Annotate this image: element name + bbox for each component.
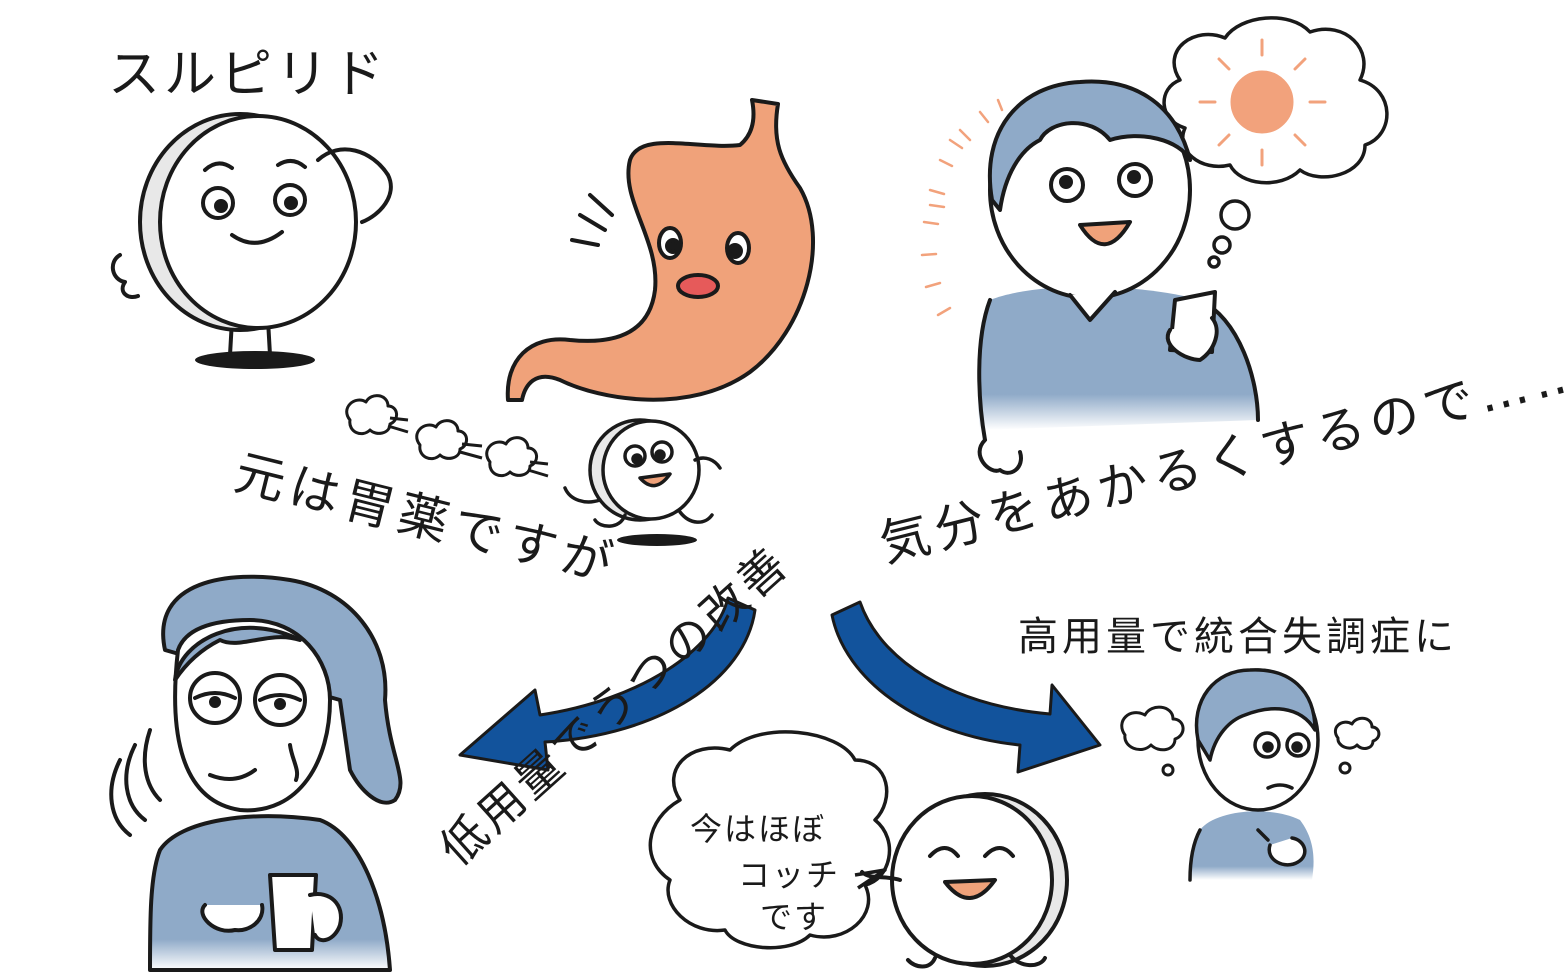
- running-pill-icon: [563, 418, 722, 546]
- happy-man-icon: [977, 79, 1260, 475]
- bubble-line-2: コッチ: [738, 856, 840, 894]
- stomach-caption: 元は胃薬ですが: [229, 443, 623, 594]
- curved-arrow-left-icon: [458, 596, 757, 772]
- dust-puff-icons: [345, 394, 549, 478]
- bubble-line-3: です: [760, 898, 828, 936]
- worry-cloud-icons: [1120, 705, 1381, 777]
- tired-woman-icon: [109, 574, 403, 972]
- stomach-character-icon: [505, 98, 815, 402]
- smiling-pill-icon: [860, 792, 1069, 969]
- thought-cloud-icon: [1162, 16, 1389, 269]
- worried-man-icon: [1188, 668, 1320, 882]
- curved-arrow-right-icon: [830, 600, 1102, 774]
- sparkle-lines: [920, 98, 1004, 317]
- sun-icon: [1198, 38, 1327, 167]
- pill-character-icon: [110, 112, 393, 369]
- bubble-line-1: 今はほぼ: [690, 810, 826, 848]
- high-dose-caption: 高用量で統合失調症に: [1018, 614, 1458, 660]
- drug-name-title: スルピリド: [108, 45, 388, 105]
